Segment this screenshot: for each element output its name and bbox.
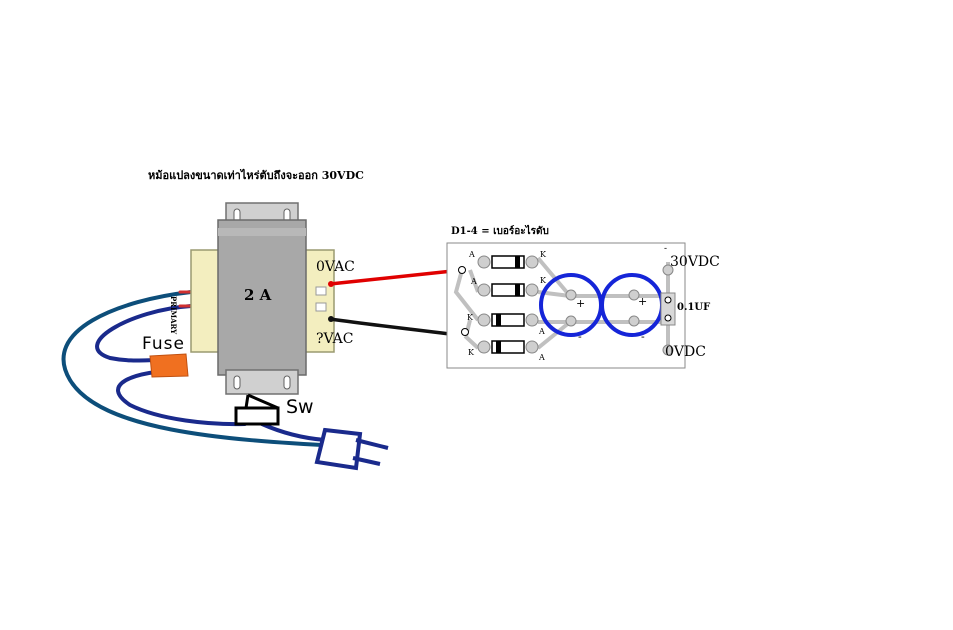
primary-label: PRIMARY xyxy=(169,296,178,335)
board-title: D1-4 = เบอร์อะไรดับ xyxy=(451,226,549,237)
switch xyxy=(234,393,280,426)
cap2-minus: - xyxy=(641,330,645,343)
small-cap-label: 0.1UF xyxy=(677,302,711,313)
pin-label-k1: K xyxy=(540,250,546,259)
plug xyxy=(314,427,389,471)
transformer xyxy=(190,202,335,395)
pin-label-a1: A xyxy=(469,250,475,259)
diagram-title: หม้อแปลงขนาดเท่าไหร่ตับถึงจะออก 30VDC xyxy=(148,169,364,182)
capacitor-small xyxy=(660,292,676,326)
mains-wire-fuse-to-switch xyxy=(116,368,247,427)
secondary-top-label: 0VAC xyxy=(316,259,355,275)
mains-wire-outer xyxy=(61,290,342,448)
cap2-plus: + xyxy=(638,295,648,308)
transformer-current-label: 2 A xyxy=(244,286,272,304)
switch-label: Sw xyxy=(286,396,314,418)
secondary-bottom-label: ?VAC xyxy=(316,331,354,347)
output-neg-label: 0VDC xyxy=(665,344,706,360)
red-wire xyxy=(329,268,463,286)
pin-label-k2: K xyxy=(540,276,546,285)
cap1-minus: - xyxy=(578,330,582,343)
diode-d2 xyxy=(477,283,539,297)
pin-label-a3: A xyxy=(539,327,545,336)
diode-d1 xyxy=(477,255,539,269)
fuse-label: Fuse xyxy=(142,334,185,354)
diode-d3 xyxy=(477,313,539,327)
pin-label-a2: A xyxy=(471,277,477,286)
rectifier-board xyxy=(446,242,686,369)
secondary-wires xyxy=(328,268,466,338)
pin-label-k3: K xyxy=(467,313,473,322)
fuse xyxy=(149,353,189,378)
mains-wire-fuse xyxy=(95,304,193,363)
diode-d4 xyxy=(477,340,539,354)
output-pos-label: 30VDC xyxy=(670,254,720,270)
cap1-plus: + xyxy=(576,297,586,310)
mains-wire-switch-to-plug xyxy=(260,422,327,442)
pin-label-a4: A xyxy=(539,353,545,362)
pin-label-k4: K xyxy=(468,348,474,357)
mains-wires xyxy=(61,290,342,448)
out-minus-mark: - xyxy=(664,244,668,254)
